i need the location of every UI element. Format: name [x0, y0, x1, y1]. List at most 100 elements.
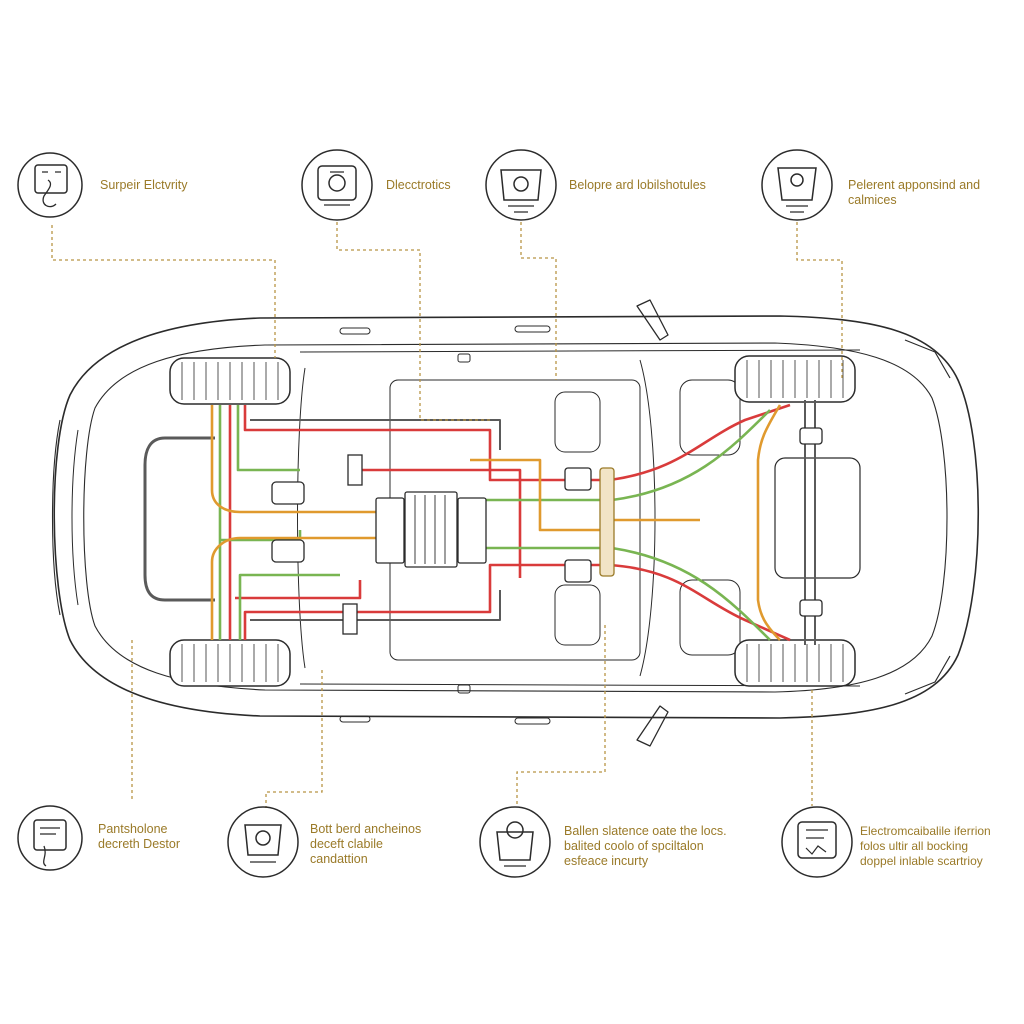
seat-rear-left	[679, 379, 741, 456]
callout-label-line: Ballen slatence oate the locs.	[564, 824, 727, 838]
callout-label-electronics: Dlecctrotics	[386, 178, 451, 193]
car-outer-outline	[53, 315, 979, 719]
callout-label-line: doppel inlable scartrioy	[860, 854, 983, 868]
seat-front-right	[554, 584, 601, 646]
wire-orange	[210, 536, 380, 640]
fuse-box-icon	[479, 806, 551, 878]
callout-label-line: Pantsholone	[98, 822, 168, 836]
wire-red	[235, 580, 362, 600]
callout-label-line: esfeace incurty	[564, 854, 649, 868]
sensor-dome-icon	[485, 149, 557, 221]
junction-connector	[599, 467, 615, 577]
door-handle	[457, 353, 471, 363]
leader-lines	[51, 222, 843, 808]
callout-icons-top	[17, 149, 833, 221]
junction-connector	[564, 559, 592, 583]
seat-front-left	[554, 391, 601, 453]
rear-light-top	[904, 339, 951, 379]
door-handle	[514, 717, 551, 725]
front-bumper	[51, 419, 61, 616]
front-grille	[71, 429, 79, 606]
callout-label-document: Pantsholone decreth Destor	[98, 822, 180, 852]
callout-label-line: deceft clabile	[310, 837, 383, 851]
wheel-rear-right	[734, 639, 856, 687]
control-unit-icon	[761, 149, 833, 221]
leader-line	[520, 222, 557, 380]
mirror-left	[636, 299, 669, 341]
wire-gray	[143, 436, 215, 602]
junction-connector	[564, 467, 592, 491]
wheel-front-left	[169, 357, 291, 405]
callout-label-line: balited coolo of spciltalon	[564, 839, 704, 853]
connector-block	[375, 497, 405, 564]
wire-orange	[470, 458, 600, 532]
wire-red	[609, 403, 791, 482]
door-line-top	[299, 349, 861, 353]
leader-line	[336, 222, 490, 421]
wire-gray	[250, 590, 501, 621]
windshield-line	[297, 367, 306, 669]
leader-line	[265, 670, 323, 808]
electronics-module-icon	[301, 149, 373, 221]
rear-light-bottom	[904, 655, 951, 695]
callout-label-sensor: Belopre ard lobilshotules	[569, 178, 706, 193]
door-handle	[339, 715, 371, 723]
door-handle	[457, 684, 471, 694]
wire-green	[238, 573, 340, 640]
wire-red	[243, 405, 605, 482]
document-device-icon	[17, 805, 83, 871]
seat-rear-right	[679, 579, 741, 656]
callout-label-line: Bott berd ancheinos	[310, 822, 422, 836]
wire-green	[236, 405, 300, 472]
callout-label-line: Dlecctrotics	[386, 178, 451, 192]
wheel-front-right	[169, 639, 291, 687]
wire-gray	[250, 419, 501, 450]
callout-label-line: Electromcaibalile iferrion	[860, 824, 991, 838]
callout-label-line: candattion	[310, 852, 368, 866]
rear-connector	[799, 599, 823, 617]
fuse-module	[342, 603, 358, 635]
door-handle	[339, 327, 371, 335]
callout-label-line: decreth Destor	[98, 837, 180, 851]
central-ecu-module	[404, 491, 458, 568]
door-handle	[514, 325, 551, 333]
battery-icon	[17, 152, 83, 218]
trunk-outline	[774, 457, 861, 579]
wire-red	[243, 563, 605, 640]
relay-unit	[271, 539, 305, 563]
relay-unit	[271, 481, 305, 505]
callout-label-line: folos ultir all bocking	[860, 839, 969, 853]
callout-label-harness: Bott berd ancheinos deceft clabile canda…	[310, 822, 421, 867]
connector-block	[457, 497, 487, 564]
rear-connector	[799, 427, 823, 445]
wire-orange	[756, 404, 782, 641]
mirror-right	[636, 705, 669, 747]
callout-label-line: Belopre ard lobilshotules	[569, 178, 706, 192]
leader-line	[516, 625, 606, 806]
wire-red	[360, 468, 522, 578]
wire-green	[611, 546, 771, 641]
wire-red	[609, 563, 791, 642]
callout-label-ecu: Electromcaibalile iferrion folos ultir a…	[860, 824, 991, 869]
wire-orange	[210, 405, 380, 514]
harness-components	[271, 427, 823, 635]
wheel-rear-left	[734, 355, 856, 403]
wheels	[169, 355, 856, 687]
wire-green	[611, 409, 771, 502]
car-inner-outline	[83, 342, 948, 693]
callout-label-battery: Surpeir Elctvrity	[100, 178, 188, 193]
leader-line	[796, 222, 843, 380]
callout-label-control-unit: Pelerent apponsind and calmices	[848, 178, 980, 208]
car-body	[51, 299, 979, 747]
leader-line	[51, 225, 276, 358]
rear-window-line	[639, 359, 656, 677]
ecu-icon	[781, 806, 853, 878]
callout-label-line: Surpeir Elctvrity	[100, 178, 188, 192]
harness-connector-icon	[227, 806, 299, 878]
callout-icons-bottom	[17, 805, 853, 878]
callout-label-line: Pelerent apponsind and	[848, 178, 981, 192]
callout-label-fuse-box: Ballen slatence oate the locs. balited c…	[564, 824, 727, 869]
fuse-module	[347, 454, 363, 486]
callout-label-line: calmices	[848, 193, 897, 207]
